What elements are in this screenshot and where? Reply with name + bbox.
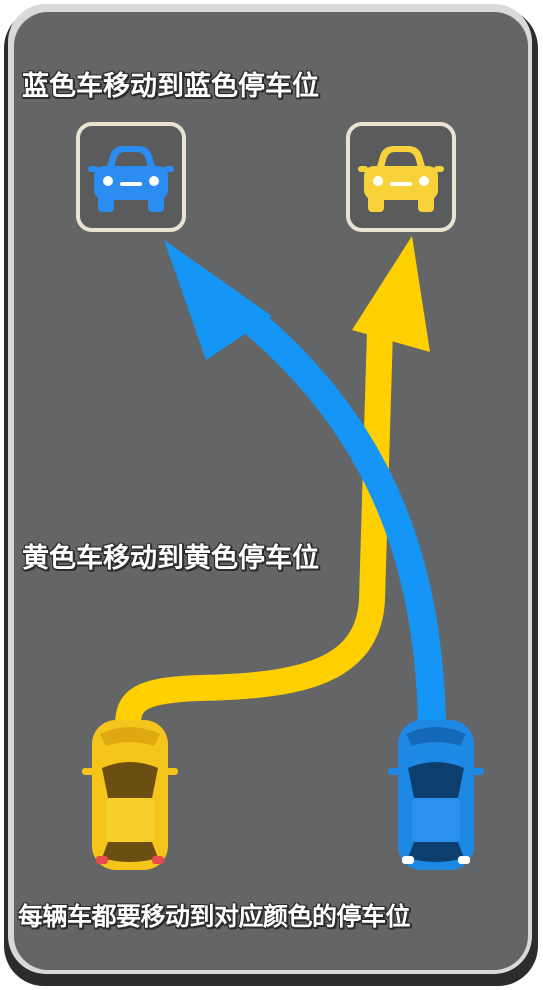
blue-parking-spot[interactable] bbox=[76, 122, 186, 232]
blue-car[interactable] bbox=[384, 716, 488, 874]
blue-goal-label: 蓝色车移动到蓝色停车位 bbox=[22, 71, 319, 102]
yellow-goal-label: 黄色车移动到黄色停车位 bbox=[22, 543, 319, 574]
hint-label: 每辆车都要移动到对应颜色的停车位 bbox=[18, 902, 411, 931]
blue-arrowhead bbox=[164, 240, 272, 360]
blue-path bbox=[218, 291, 446, 736]
yellow-parking-spot[interactable] bbox=[346, 122, 456, 232]
yellow-arrowhead bbox=[352, 236, 430, 352]
yellow-car[interactable] bbox=[78, 716, 182, 874]
yellow-path bbox=[115, 317, 393, 738]
yellow-car-front-icon bbox=[358, 146, 444, 212]
blue-car-front-icon bbox=[88, 146, 174, 212]
